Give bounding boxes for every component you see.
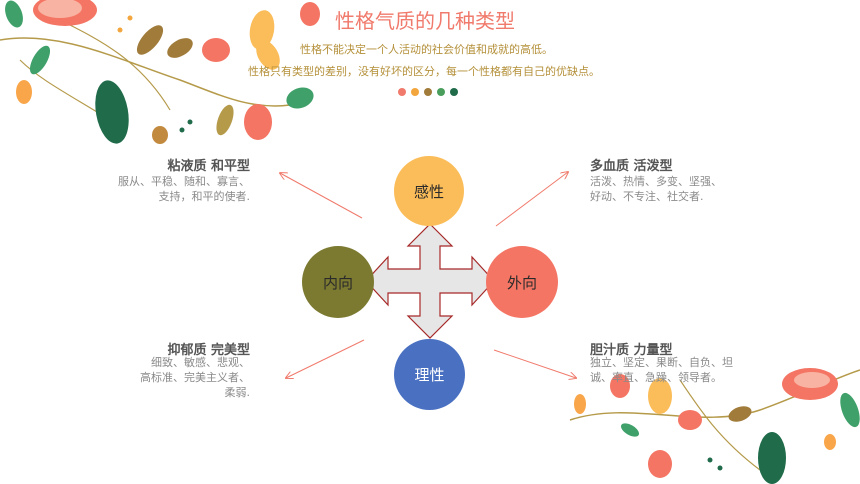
choleric-heading: 胆汁质 力量型 xyxy=(590,343,673,358)
melancholic-description: 细致、敏感、悲观、 高标准、完美主义者、 柔弱. xyxy=(90,355,250,400)
subtitle-line-1: 性格不能决定一个人活动的社会价值和成就的高低。 xyxy=(300,43,553,56)
page-title: 性格气质的几种类型 xyxy=(335,9,515,33)
sanguine-description: 活泼、热情、多变、坚强、 好动、不专注、社交者. xyxy=(590,174,722,204)
circle-extrovert: 外向 xyxy=(486,246,558,318)
circle-emotional: 感性 xyxy=(394,156,464,226)
arrow-top-left xyxy=(280,173,363,219)
sanguine-heading: 多血质 活泼型 xyxy=(590,159,673,174)
arrow-top-right xyxy=(495,172,568,227)
circle-introvert: 内向 xyxy=(302,246,374,318)
phlegmatic-heading: 粘液质 和平型 xyxy=(167,159,250,174)
sanguine-line-2: 好动、不专注、社交者. xyxy=(590,190,704,203)
circle-rational: 理性 xyxy=(394,339,465,410)
phlegmatic-line-1: 服从、平稳、随和、寡言、 xyxy=(118,175,250,188)
phlegmatic-line-2: 支持，和平的使者. xyxy=(158,190,251,203)
dot-3 xyxy=(424,88,432,96)
dot-5 xyxy=(450,88,458,96)
arrow-bottom-right xyxy=(493,349,576,378)
color-dots xyxy=(398,88,458,96)
melancholic-line-2: 高标准、完美主义者、 xyxy=(140,371,250,384)
floral-decoration-top-left xyxy=(0,0,320,144)
phlegmatic-description: 服从、平稳、随和、寡言、 支持，和平的使者. xyxy=(90,174,250,204)
arrow-bottom-left xyxy=(286,339,365,378)
dot-2 xyxy=(411,88,419,96)
floral-decoration-bottom-right xyxy=(569,368,860,484)
subtitle-line-2: 性格只有类型的差别，没有好坏的区分，每一个性格都有自己的优缺点。 xyxy=(248,65,600,78)
dot-4 xyxy=(437,88,445,96)
melancholic-line-1: 细致、敏感、悲观、 xyxy=(151,356,250,369)
melancholic-heading: 抑郁质 完美型 xyxy=(167,343,250,358)
dot-1 xyxy=(398,88,406,96)
choleric-description: 独立、坚定、果断、自负、坦诚、率直、急躁、领导者。 xyxy=(590,356,733,384)
sanguine-line-1: 活泼、热情、多变、坚强、 xyxy=(590,175,722,188)
four-way-arrow-icon xyxy=(365,223,495,339)
melancholic-line-3: 柔弱. xyxy=(224,386,251,399)
